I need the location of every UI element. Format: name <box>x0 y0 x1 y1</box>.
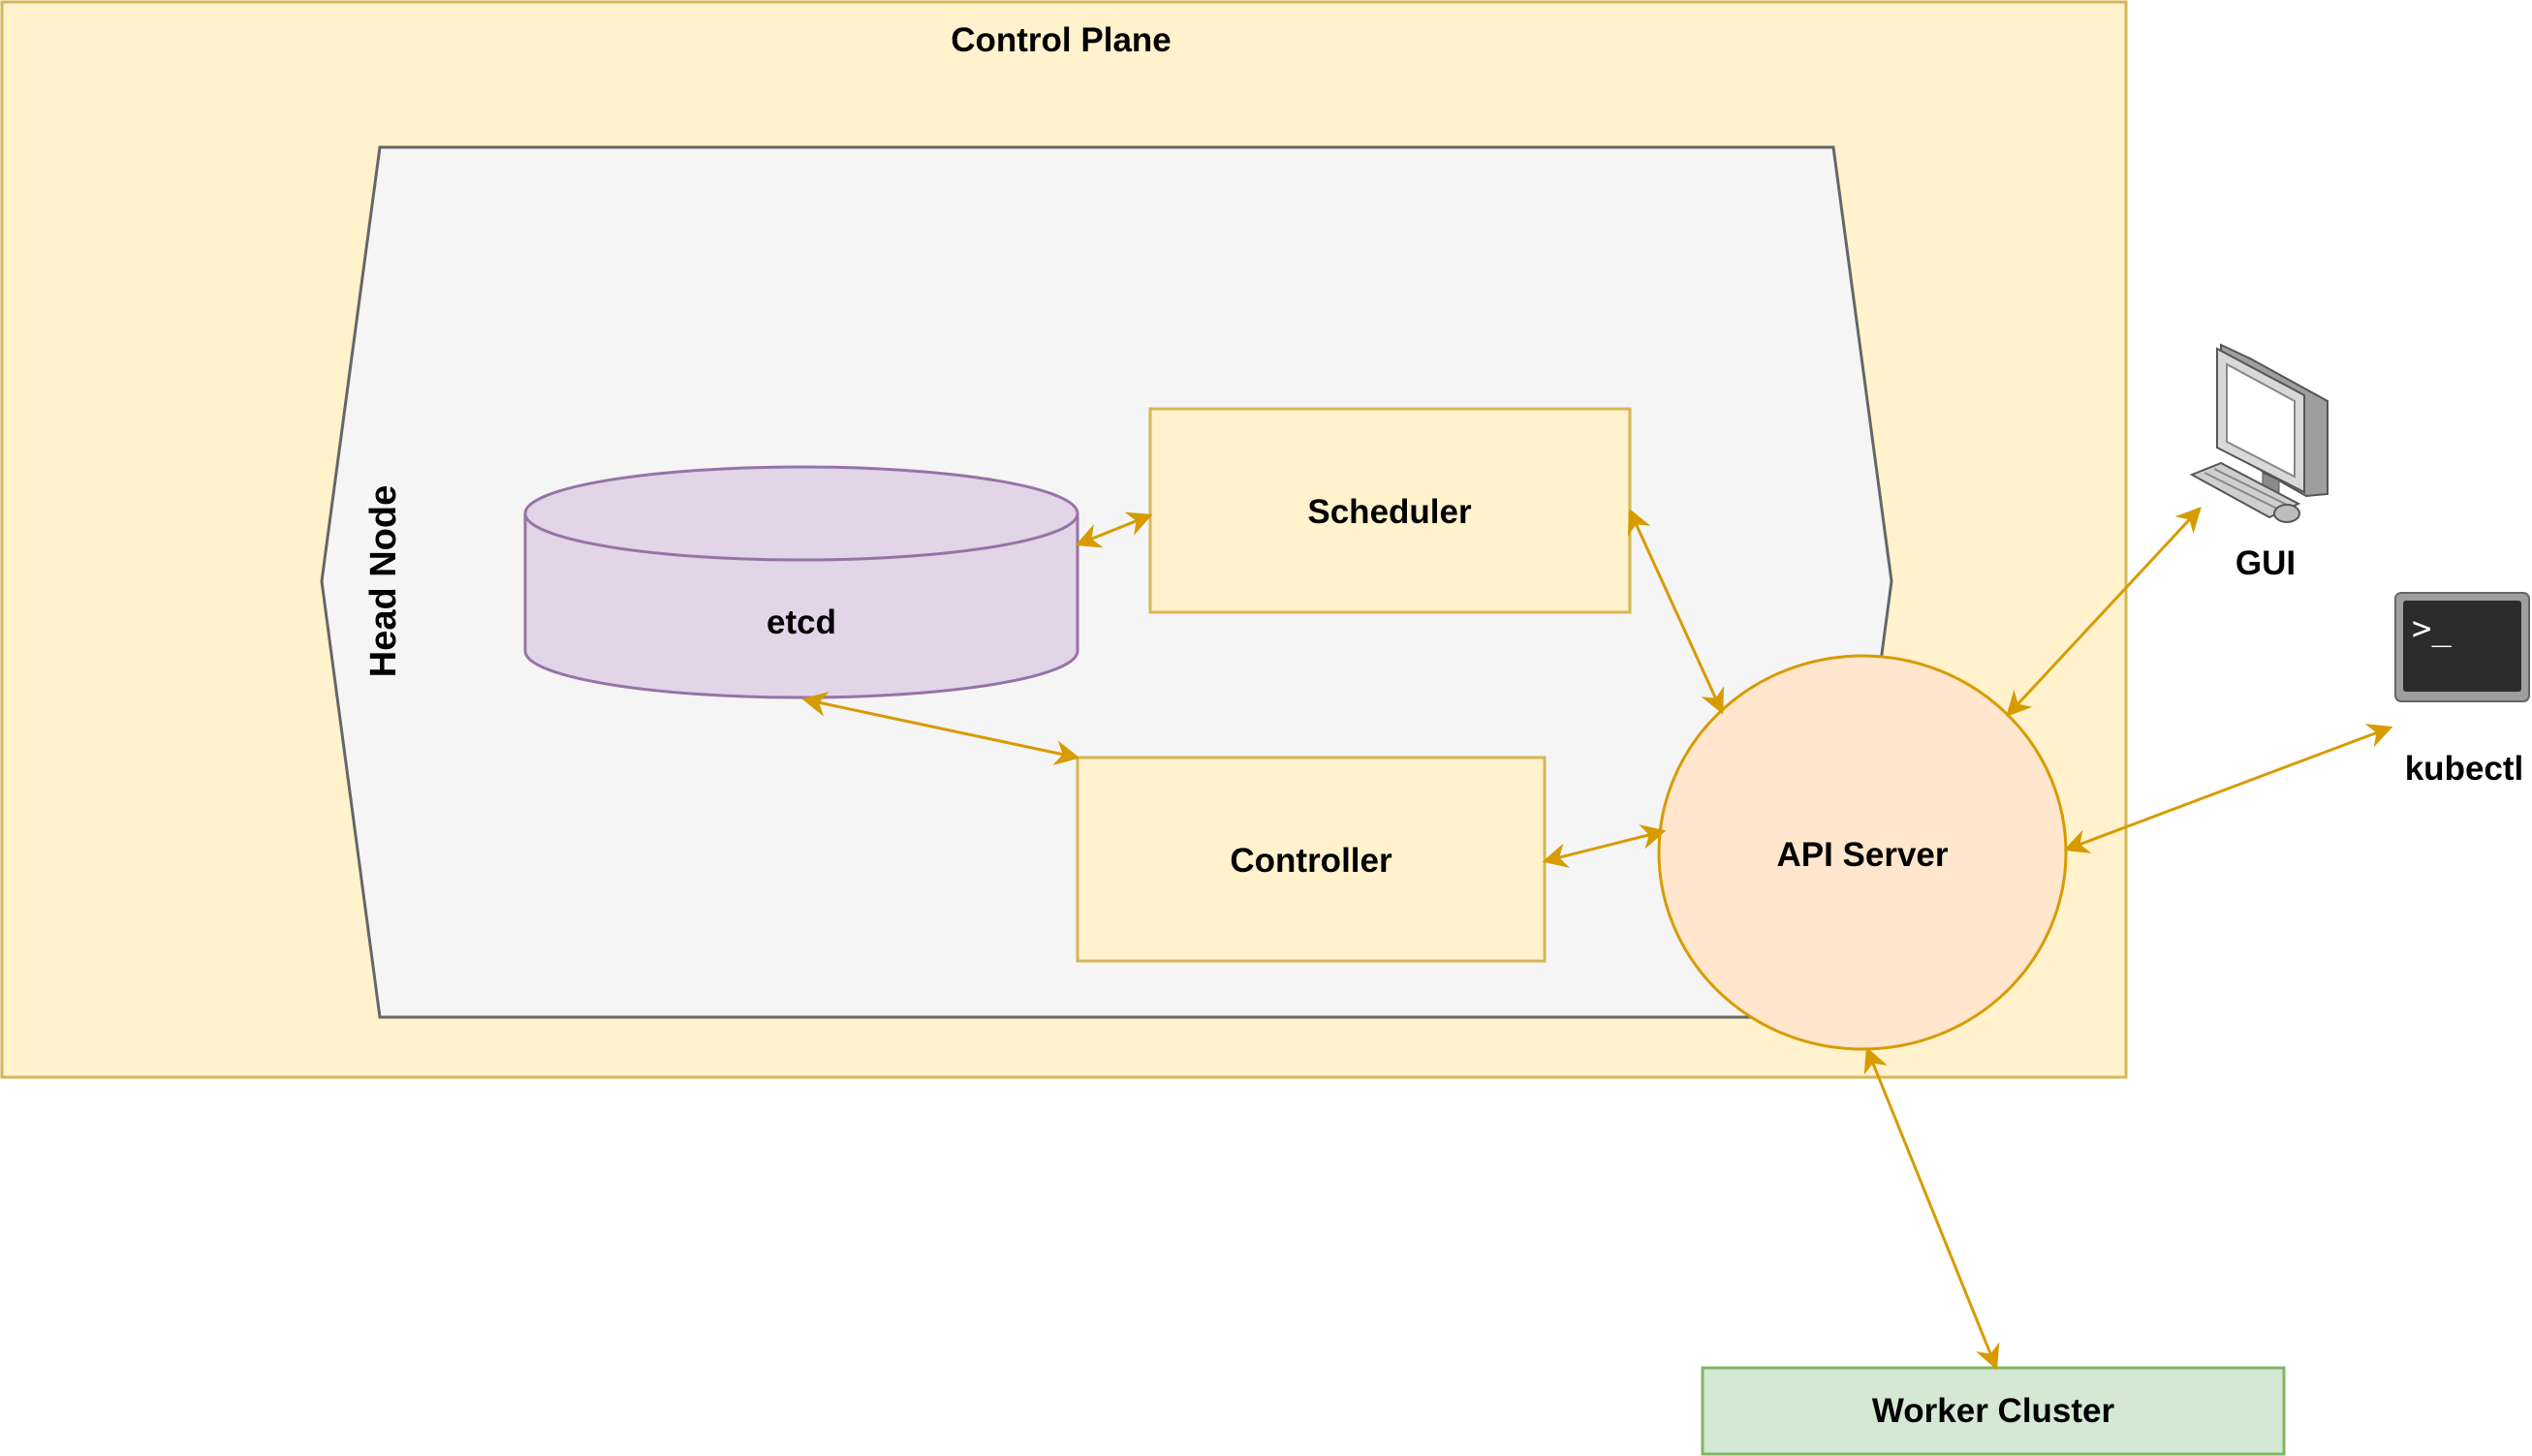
connectors <box>801 507 2393 1371</box>
connector-api-server-kubectl[interactable] <box>2063 724 2393 853</box>
worker-cluster-label: Worker Cluster <box>1872 1392 2115 1430</box>
controller-box[interactable]: Controller <box>1076 756 1547 963</box>
head-node-label: Head Node <box>363 485 404 677</box>
gui-label: GUI <box>2235 544 2296 582</box>
terminal-icon[interactable]: >_ <box>2394 592 2530 702</box>
connector-api-server-gui[interactable] <box>2006 507 2202 717</box>
etcd-database[interactable]: etcd <box>523 465 1079 699</box>
api-server-node[interactable]: API Server <box>1657 654 2068 1051</box>
connector-etcd-controller[interactable] <box>801 692 1080 765</box>
scheduler-label: Scheduler <box>1307 493 1472 531</box>
controller-label: Controller <box>1230 842 1392 880</box>
kubectl-label: kubectl <box>2405 750 2524 788</box>
connector-controller-api-server[interactable] <box>1542 824 1667 868</box>
api-server-label: API Server <box>1776 836 1948 874</box>
scheduler-box[interactable]: Scheduler <box>1148 407 1632 614</box>
connector-etcd-scheduler[interactable] <box>1075 511 1153 548</box>
connector-api-server-worker-cluster[interactable] <box>1863 1046 2000 1371</box>
worker-cluster-box[interactable]: Worker Cluster <box>1701 1366 2286 1456</box>
desktop-computer-icon[interactable] <box>2189 343 2329 523</box>
control-plane-label: Control Plane <box>951 21 1172 59</box>
connector-scheduler-api-server[interactable] <box>1627 508 1725 715</box>
etcd-label: etcd <box>766 604 836 641</box>
terminal-prompt: >_ <box>2412 609 2452 648</box>
